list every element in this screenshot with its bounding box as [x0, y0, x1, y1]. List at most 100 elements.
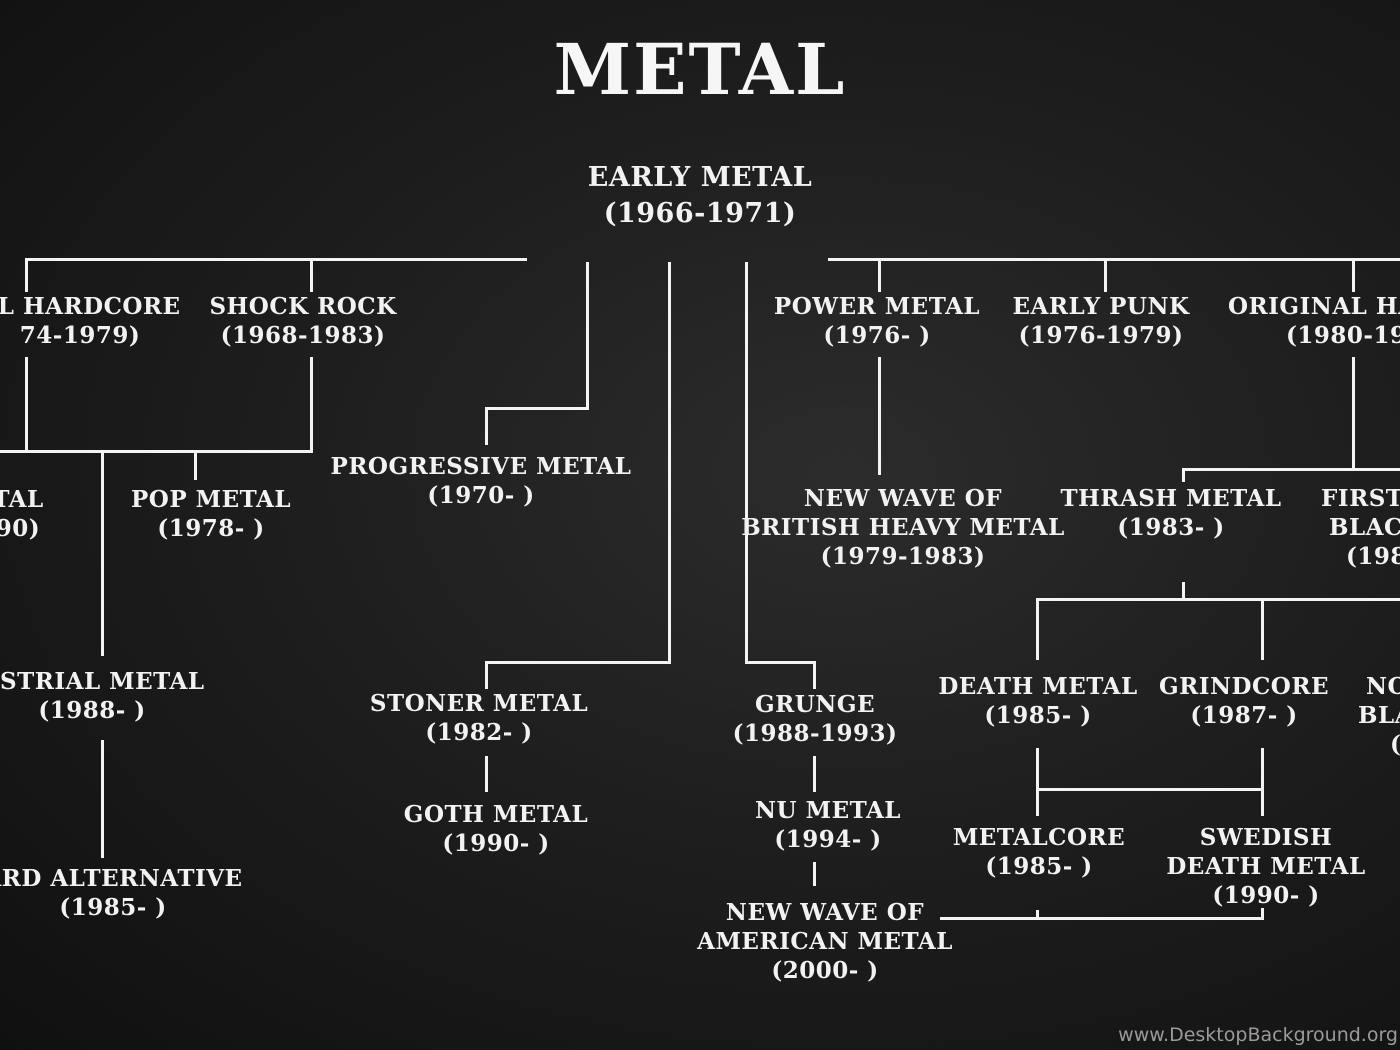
node-name: USTRIAL METAL [0, 668, 205, 695]
node-years: (1988-1993) [732, 720, 898, 747]
node-name: NO [1366, 673, 1400, 700]
node-name: TAL [0, 486, 44, 513]
connector-line [310, 357, 313, 452]
node-name: FIRST [1321, 485, 1400, 512]
node-years: (1966-1971) [603, 198, 797, 229]
node-name: NEW WAVE OF [725, 899, 925, 926]
connector-line [485, 756, 488, 792]
connector-line [1036, 748, 1039, 816]
node-hard-alternative: ARD ALTERNATIVE (1985- ) [0, 864, 243, 922]
connector-line [1261, 908, 1264, 918]
node-name: GOTH METAL [403, 801, 589, 828]
node-years: 90) [0, 515, 41, 542]
node-shock-rock: SHOCK ROCK (1968-1983) [209, 292, 396, 350]
node-years: (1985- ) [985, 853, 1093, 880]
node-years: (198 [1346, 543, 1400, 570]
node-swedish-death-metal: SWEDISH DEATH METAL (1990- ) [1166, 823, 1365, 910]
node-name: BLA [1358, 702, 1400, 729]
connector-line [101, 450, 104, 656]
connector-line [101, 740, 104, 858]
connector-line [194, 450, 197, 480]
node-goth-metal: GOTH METAL (1990- ) [404, 800, 588, 858]
node-name: POWER METAL [773, 293, 981, 320]
node-name: EARLY METAL [587, 162, 813, 193]
connector-line [0, 450, 313, 453]
node-name: METALCORE [952, 824, 1126, 851]
node-nwoam: NEW WAVE OF AMERICAN METAL (2000- ) [697, 898, 953, 985]
node-name: PROGRESSIVE METAL [330, 453, 632, 480]
node-name: ARD ALTERNATIVE [0, 865, 243, 892]
node-name: DEATH METAL [938, 673, 1138, 700]
node-years: (1990- ) [442, 830, 550, 857]
node-name: SWEDISH [1199, 824, 1333, 851]
connector-line [813, 756, 816, 792]
node-name: BRITISH HEAVY METAL [741, 514, 1065, 541]
node-name: ORIGINAL HA [1228, 293, 1400, 320]
connector-line [828, 258, 1400, 261]
node-pop-metal: POP METAL (1978- ) [131, 485, 291, 543]
node-name: EARLY PUNK [1012, 293, 1190, 320]
connector-line [878, 258, 881, 292]
connector-line [25, 258, 28, 292]
connector-line [1104, 258, 1107, 292]
connector-line [1261, 748, 1264, 816]
node-years: (1976-1979) [1018, 322, 1184, 349]
connector-line [25, 258, 527, 261]
node-name: AMERICAN METAL [697, 928, 953, 955]
node-years: (1970- ) [427, 482, 535, 509]
node-years: (1979-1983) [820, 543, 986, 570]
node-early-metal: EARLY METAL (1966-1971) [588, 160, 812, 232]
node-name: NEW WAVE OF [803, 485, 1003, 512]
connector-line [485, 661, 671, 664]
node-years: (1983- ) [1117, 514, 1225, 541]
connector-line [310, 258, 313, 292]
connector-line [1036, 598, 1400, 601]
connector-line [1352, 357, 1355, 471]
node-thrash-metal: THRASH METAL (1983- ) [1060, 484, 1281, 542]
node-name: THRASH METAL [1060, 485, 1282, 512]
node-name: BLAC [1329, 514, 1400, 541]
node-name: AL HARDCORE [0, 293, 181, 320]
node-years: ( [1358, 730, 1400, 759]
node-years: (1978- ) [157, 515, 265, 542]
node-metalcore: METALCORE (1985- ) [953, 823, 1125, 881]
connector-line [1036, 910, 1039, 918]
diagram-title: METAL [553, 28, 847, 111]
node-name: DEATH METAL [1166, 853, 1366, 880]
node-stoner-metal: STONER METAL (1982- ) [370, 689, 588, 747]
node-industrial-metal: USTRIAL METAL (1988- ) [0, 667, 205, 725]
node-name: POP METAL [131, 486, 291, 513]
node-name: SHOCK ROCK [209, 293, 397, 320]
node-years: 74-1979) [19, 322, 141, 349]
connector-line [485, 407, 589, 410]
connector-line [1182, 582, 1185, 600]
connector-line [745, 661, 815, 664]
node-first-black: FIRST BLAC (198 [1321, 484, 1400, 571]
node-years: (1980-19 [1286, 322, 1400, 349]
node-original-hardcore-right: ORIGINAL HA (1980-19 [1228, 292, 1400, 350]
connector-line [1182, 468, 1185, 482]
node-grindcore: GRINDCORE (1987- ) [1159, 672, 1329, 730]
node-metal-left: TAL 90) [0, 485, 44, 543]
connector-line [485, 407, 488, 445]
node-death-metal: DEATH METAL (1985- ) [938, 672, 1137, 730]
connector-line [878, 357, 881, 475]
node-years: (1985- ) [984, 702, 1092, 729]
node-years: (1990- ) [1212, 882, 1320, 909]
connector-line [1036, 598, 1039, 660]
node-power-metal: POWER METAL (1976- ) [774, 292, 980, 350]
connector-line [586, 262, 589, 410]
node-nwobhm: NEW WAVE OF BRITISH HEAVY METAL (1979-19… [741, 484, 1065, 571]
connector-line [668, 262, 671, 664]
node-early-punk: EARLY PUNK (1976-1979) [1013, 292, 1190, 350]
node-grunge: GRUNGE (1988-1993) [733, 690, 898, 748]
node-name: GRUNGE [754, 691, 875, 718]
connector-line [813, 862, 816, 886]
node-norwegian-black: NO BLA ( [1358, 672, 1400, 759]
watermark-text: www.DesktopBackground.org [1118, 1024, 1398, 1046]
node-years: (1976- ) [823, 322, 931, 349]
node-years: (1994- ) [774, 826, 882, 853]
connector-line [1261, 598, 1264, 660]
node-years: (1982- ) [425, 719, 533, 746]
connector-line [813, 661, 816, 689]
